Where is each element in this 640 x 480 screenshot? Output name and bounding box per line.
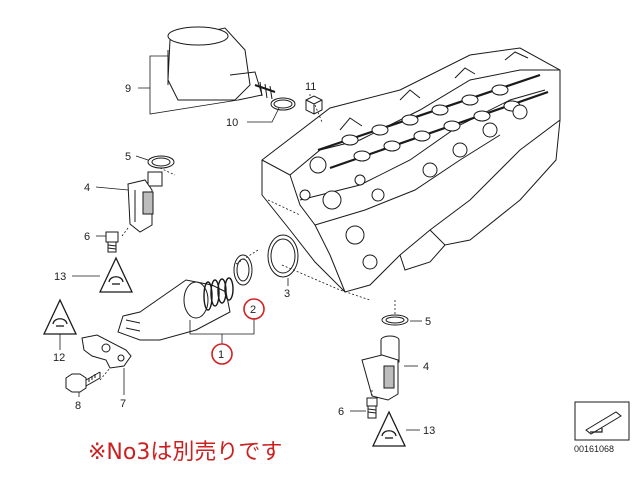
callout-1: 1 [218, 349, 224, 361]
callout-13-right: 13 [423, 425, 435, 437]
callout-2: 2 [250, 304, 256, 316]
highlight-circle-2 [243, 298, 265, 320]
seal-large [267, 234, 299, 278]
vanos-solenoid-valve [117, 277, 234, 341]
mounting-bracket [81, 334, 132, 369]
screw-right [366, 397, 378, 419]
callout-11: 11 [305, 81, 316, 93]
warning-label-left [98, 256, 134, 293]
callout-3: 3 [284, 288, 290, 300]
warning-label-12 [42, 298, 78, 335]
o-ring-right [381, 314, 409, 326]
motor-bolt [305, 95, 323, 115]
callout-6-left: 6 [84, 231, 90, 243]
o-ring-left [147, 155, 175, 169]
screw-left [105, 231, 119, 253]
hex-bolt [65, 371, 101, 393]
callout-13-left: 13 [54, 271, 66, 283]
reference-box [574, 401, 630, 441]
motor-gasket-ring [270, 97, 296, 111]
callout-5-right: 5 [425, 316, 431, 328]
callout-4-right: 4 [423, 361, 429, 373]
note-text: ※No3は別売りです [88, 440, 283, 465]
callout-7: 7 [120, 398, 126, 410]
camshaft-sensor-right [361, 335, 400, 401]
warning-label-right [371, 410, 407, 447]
callout-12: 12 [53, 352, 65, 364]
motor-gasket-ring-inner [273, 99, 293, 109]
callout-10: 10 [226, 117, 238, 129]
callout-4-left: 4 [84, 182, 90, 194]
camshaft-sensor-left [127, 171, 163, 233]
callout-5-left: 5 [125, 151, 131, 163]
callout-8: 8 [75, 400, 81, 412]
reference-number: 00161068 [574, 444, 615, 454]
eccentric-shaft-motor [167, 26, 276, 101]
highlight-circle-1 [211, 343, 233, 365]
callout-6-right: 6 [338, 406, 344, 418]
o-ring-small [233, 254, 253, 286]
callout-9: 9 [125, 83, 131, 95]
cylinder-head [261, 47, 561, 293]
